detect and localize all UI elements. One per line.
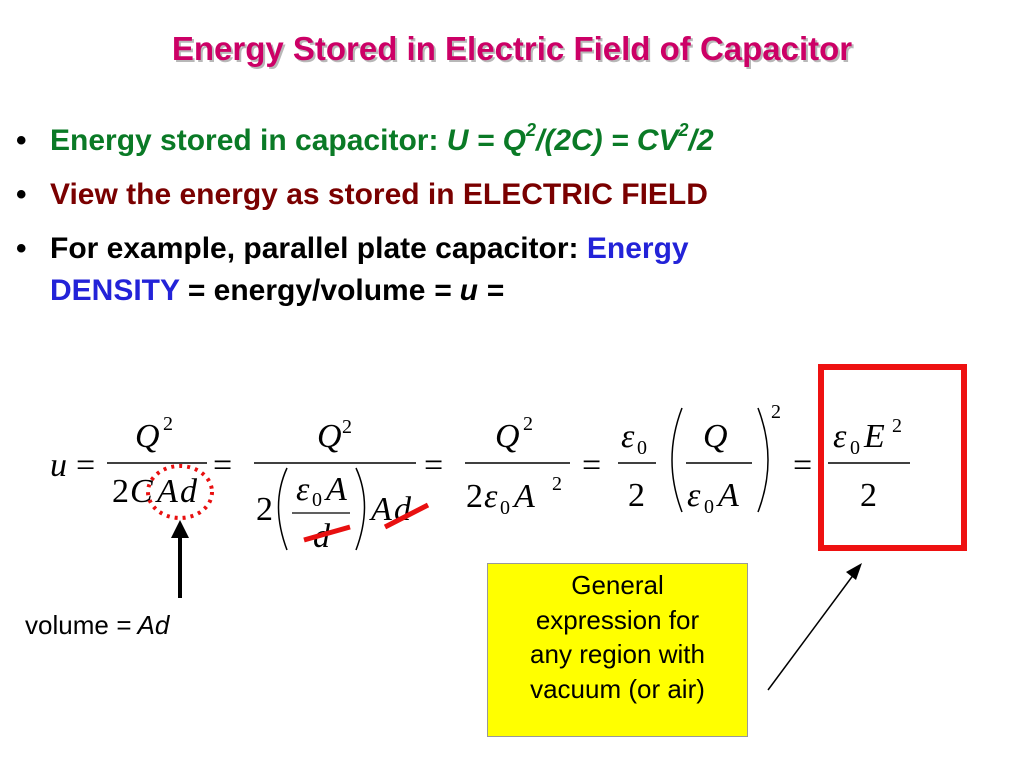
note-line: vacuum (or air)	[530, 673, 705, 704]
eq-epsilon: ε	[621, 418, 635, 455]
note-line: expression for	[535, 604, 700, 635]
note-line: General	[571, 570, 664, 600]
energy-word: Energy	[586, 232, 689, 265]
eq-epsilon: ε	[833, 418, 847, 455]
bullet-electric-field: • View the energy as stored in ELECTRIC …	[16, 174, 1006, 216]
bullet-list: • Energy stored in capacitor: U = Q2/(2C…	[16, 120, 1006, 324]
note-arrow	[767, 569, 858, 691]
eq-epsilon: ε	[484, 478, 498, 515]
u-equals: = u =	[433, 274, 504, 307]
eq-2: 2	[466, 478, 483, 515]
volume-arrow-head	[171, 520, 189, 538]
general-expression-note: General expression for any region with v…	[487, 563, 748, 737]
eq-A: A	[324, 471, 347, 508]
volume-circle	[146, 464, 214, 520]
slide-title: Energy Stored in Electric Field of Capac…	[171, 30, 853, 67]
eq-epsilon: ε	[296, 471, 310, 508]
note-line: any region with	[530, 639, 705, 669]
eq-exp: 2	[523, 413, 533, 435]
bullet-energy-stored: • Energy stored in capacitor: U = Q2/(2C…	[16, 120, 1006, 162]
eq-equals: =	[76, 447, 95, 484]
eq-C: C	[130, 473, 153, 510]
eq-d: d	[180, 473, 198, 510]
eq-exp: 2	[771, 401, 781, 423]
note-arrow-head	[846, 563, 862, 580]
volume-label: volume = Ad	[25, 610, 170, 640]
eq-2: 2	[256, 491, 273, 528]
right-paren	[757, 407, 769, 513]
eq-sub-zero: 0	[704, 496, 714, 518]
eq-Q: Q	[703, 418, 728, 455]
right-paren	[355, 467, 366, 551]
eq-A: A	[369, 491, 392, 528]
eq-exp: 2	[552, 473, 562, 495]
bullet-text: For example, parallel plate capacitor:	[50, 232, 587, 265]
bullet-energy-density: • For example, parallel plate capacitor:…	[16, 228, 1006, 312]
left-paren	[277, 467, 288, 551]
eq-A: A	[512, 478, 535, 515]
eq-sub-zero: 0	[637, 437, 647, 459]
bullet-dot: •	[16, 232, 27, 265]
eq-2: 2	[628, 477, 645, 514]
result-highlight-box	[818, 364, 967, 551]
eq-sub-zero: 0	[850, 437, 860, 459]
eq-equals: =	[582, 447, 601, 484]
eq-exp: 2	[163, 413, 173, 435]
eq-exp: 2	[892, 415, 902, 437]
eq-equals: =	[793, 447, 812, 484]
cancel-slash-ad	[383, 502, 430, 530]
left-paren	[671, 407, 683, 513]
eq-sub-zero: 0	[500, 497, 510, 519]
eq-equals: =	[424, 447, 443, 484]
eq-Q: Q	[317, 418, 342, 455]
bullet-dot: •	[16, 178, 27, 211]
eq-equals: =	[213, 447, 232, 484]
bullet-text: Energy stored in capacitor:	[50, 124, 447, 157]
bullet-dot: •	[16, 124, 27, 157]
bullet-text: View the energy as stored in ELECTRIC FI…	[50, 178, 708, 211]
eq-E: E	[863, 418, 885, 455]
eq-Q: Q	[495, 418, 520, 455]
eq-A: A	[716, 477, 739, 514]
energy-volume-text: = energy/volume	[179, 274, 434, 307]
eq-sub-zero: 0	[312, 489, 322, 511]
density-word: DENSITY	[50, 274, 180, 307]
eq-exp: 2	[342, 416, 352, 438]
eq-2: 2	[112, 473, 129, 510]
eq-2: 2	[860, 477, 877, 514]
eq-A: A	[155, 473, 178, 510]
eq-epsilon: ε	[687, 477, 701, 514]
energy-formula: U = Q2/(2C) = CV2/2	[446, 120, 714, 157]
eq-u: u	[50, 447, 67, 484]
eq-Q: Q	[135, 418, 160, 455]
cancel-slash-d	[303, 524, 351, 543]
